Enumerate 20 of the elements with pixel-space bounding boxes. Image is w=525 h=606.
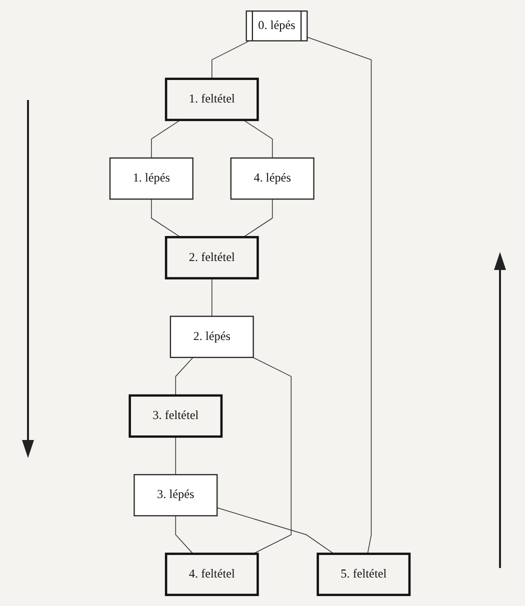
node-box: 1. feltétel [165,78,260,122]
connector [151,120,182,158]
node-box: 5. feltétel [316,552,411,596]
node-box: 3. lépés [134,474,218,516]
connector [252,357,292,554]
node-box: 2. lépés [170,316,254,358]
connector [307,36,372,554]
connector [243,198,273,238]
node-box: 4. feltétel [165,552,260,596]
connector [151,198,182,238]
node-box: 2. feltétel [165,236,260,280]
node-box: 4. lépés [230,157,315,200]
connector [216,507,335,554]
connector [212,40,250,80]
connector [212,278,213,317]
connector [243,120,273,158]
connector [176,357,194,396]
connector [176,515,194,554]
node-box: 3. feltétel [128,394,223,438]
node-box: 1. lépés [110,157,194,200]
